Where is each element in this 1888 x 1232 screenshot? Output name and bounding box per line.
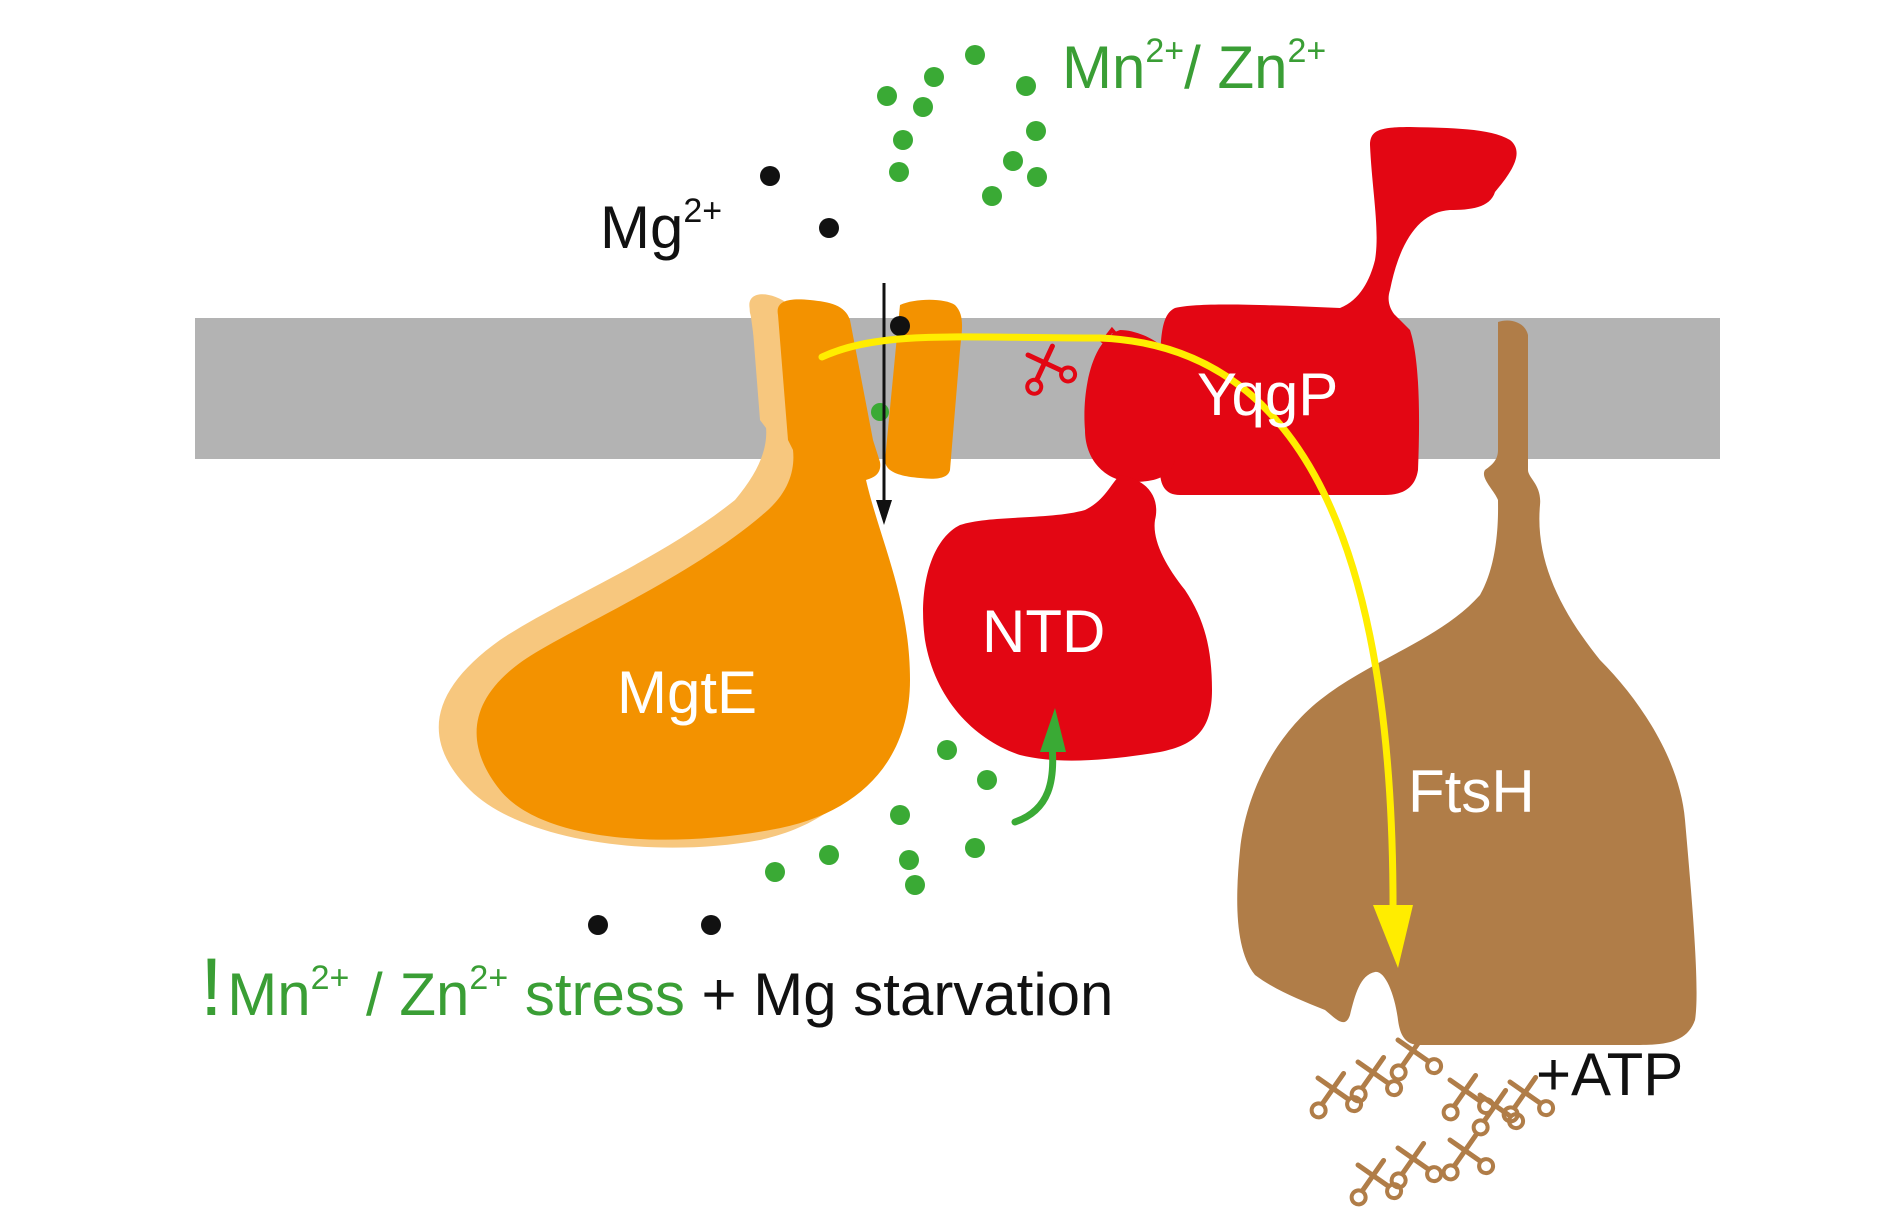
- ftsh-label: FtsH: [1408, 758, 1535, 825]
- mgte-label: MgtE: [617, 659, 757, 726]
- mg-ions: [588, 166, 910, 935]
- green-activation-arrow: [1011, 708, 1066, 826]
- atp-label: +ATP: [1536, 1041, 1683, 1108]
- mgte-tm-right: [885, 299, 963, 479]
- mn-zn-top-label: Mn2+/ Zn2+: [1062, 32, 1326, 101]
- ftsh-scissors-cluster: [1306, 1033, 1554, 1205]
- green-ions-top: [877, 45, 1047, 206]
- ntd-label: NTD: [982, 598, 1105, 665]
- yqgp-body: [1160, 127, 1517, 495]
- ntd-domain: [923, 475, 1212, 761]
- stress-condition-label: ! Mn2+ / Zn2+ stress + Mg starvation: [200, 942, 1113, 1033]
- ftsh-body: [1237, 320, 1697, 1045]
- green-ions-bottom: [765, 403, 997, 895]
- yqgp-label: YqgP: [1197, 361, 1338, 428]
- mg-label: Mg2+: [600, 192, 722, 261]
- mg-transport-arrow: [876, 283, 892, 525]
- mgte-body: [476, 299, 910, 840]
- yqgp-tm-domain: [1084, 330, 1175, 482]
- yellow-degradation-arrow: [818, 333, 1413, 968]
